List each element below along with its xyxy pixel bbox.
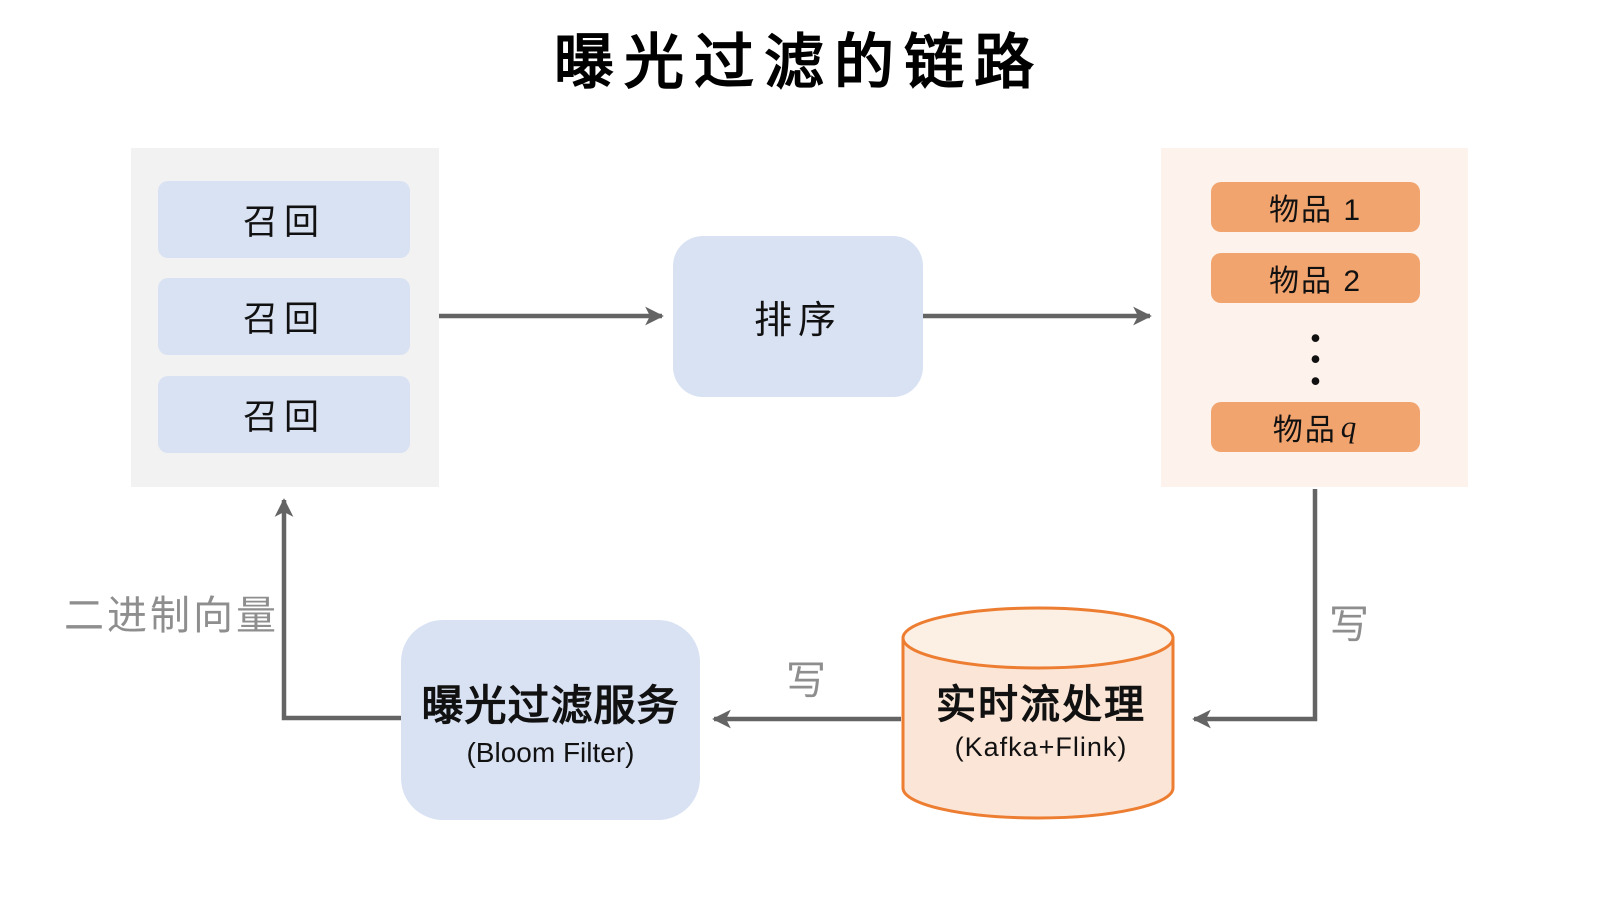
diagram-title: 曝光过滤的链路 (554, 30, 1044, 96)
item-box-q: 物品 q (1211, 402, 1420, 452)
recall-box-1: 召回 (158, 181, 410, 258)
item-q-variable: q (1340, 409, 1359, 444)
recall-panel: 召回 召回 召回 (131, 148, 439, 487)
ellipsis-dot: • (1310, 323, 1321, 354)
ellipsis-dot: • (1310, 365, 1321, 396)
stream-label: 实时流处理 (936, 683, 1146, 727)
item-box-1: 物品 1 (1211, 182, 1420, 232)
filter-label: 曝光过滤服务 (421, 681, 680, 729)
ellipsis-dot: • (1310, 344, 1321, 375)
stream-sublabel: (Kafka+Flink) (954, 732, 1128, 762)
filter-service-box: 曝光过滤服务 (Bloom Filter) (401, 620, 700, 820)
recall-box-2: 召回 (158, 278, 410, 355)
stream-cylinder-shape (901, 606, 1175, 820)
item-q-prefix: 物品 (1272, 414, 1337, 447)
edge-filter-to-recall (274, 498, 403, 721)
binary-vector-label: 二进制向量 (64, 594, 279, 638)
recall-box-3: 召回 (158, 376, 410, 453)
edge-items-to-stream (1192, 489, 1318, 729)
filter-sublabel: (Bloom Filter) (466, 736, 635, 768)
items-panel: 物品 1 物品 2 • • • 物品 q (1161, 148, 1468, 487)
write-label-items-to-stream: 写 (1329, 603, 1372, 647)
stream-cylinder-text: 实时流处理 (Kafka+Flink) (898, 672, 1184, 763)
ellipsis-dots: • • • (1211, 324, 1420, 396)
rank-box: 排序 (673, 236, 923, 397)
item-box-2: 物品 2 (1211, 253, 1420, 303)
write-label-stream-to-filter: 写 (786, 659, 829, 703)
